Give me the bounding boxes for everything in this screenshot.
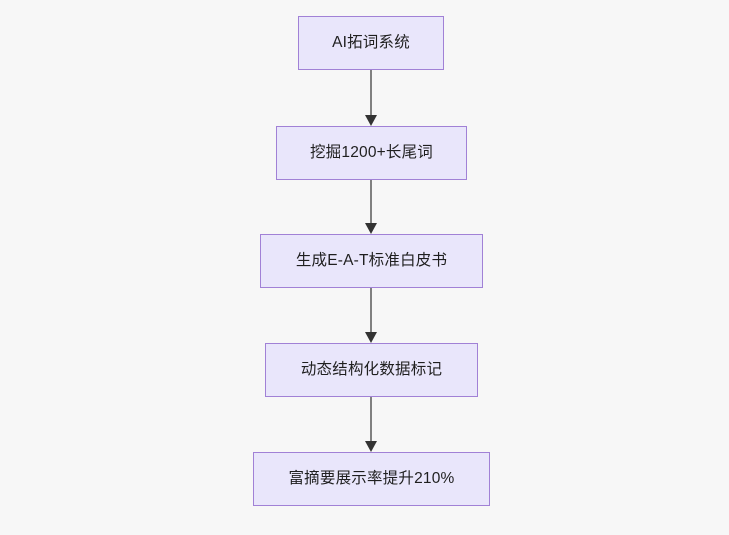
flow-edge-n3-n4 (365, 288, 377, 343)
arrowhead-icon (365, 115, 377, 126)
flow-edge-n2-n3 (365, 180, 377, 234)
flow-node-mine-longtail-keywords[interactable]: 挖掘1200+长尾词 (276, 126, 467, 180)
flow-node-label: AI拓词系统 (332, 34, 410, 52)
flow-node-label: 富摘要展示率提升210% (288, 470, 455, 488)
flow-edge-n1-n2 (365, 70, 377, 126)
flow-node-rich-snippet-impression-lift[interactable]: 富摘要展示率提升210% (253, 452, 490, 506)
flow-node-generate-eat-whitepaper[interactable]: 生成E-A-T标准白皮书 (260, 234, 483, 288)
flow-node-label: 动态结构化数据标记 (300, 361, 443, 379)
flow-node-label: 挖掘1200+长尾词 (309, 144, 434, 162)
flow-node-dynamic-structured-data-markup[interactable]: 动态结构化数据标记 (265, 343, 478, 397)
flow-edge-n4-n5 (365, 397, 377, 452)
flow-node-label: 生成E-A-T标准白皮书 (295, 252, 448, 270)
flow-node-ai-keyword-system[interactable]: AI拓词系统 (298, 16, 444, 70)
arrowhead-icon (365, 223, 377, 234)
arrowhead-icon (365, 332, 377, 343)
arrowhead-icon (365, 441, 377, 452)
